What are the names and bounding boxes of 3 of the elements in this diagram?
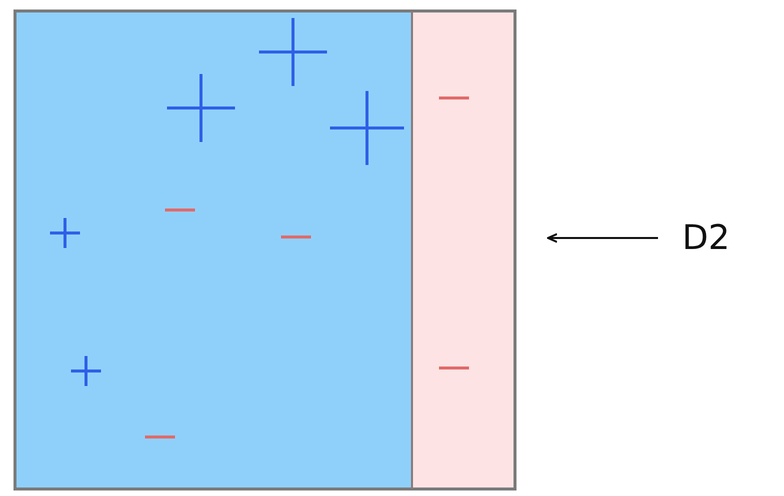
charge-block-drawing: [14, 10, 516, 490]
label-text: D2: [682, 218, 730, 258]
arrow: [547, 233, 658, 243]
